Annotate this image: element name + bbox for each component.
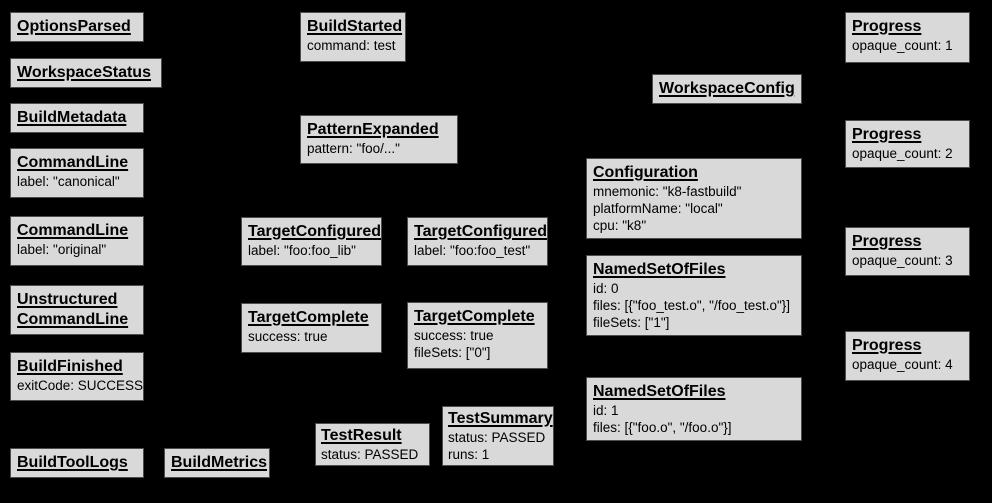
node-detail: id: 0 [593, 281, 619, 296]
node-detail: fileSets: ["0"] [414, 345, 491, 360]
node-build-started: BuildStarted command: test [300, 12, 406, 62]
node-title: TargetComplete [414, 308, 535, 325]
node-target-configured-foo-lib: TargetConfigured label: "foo:foo_lib" [241, 217, 382, 266]
node-progress-2: Progress opaque_count: 2 [845, 120, 970, 168]
node-title: BuildToolLogs [17, 454, 128, 471]
node-target-configured-foo-test: TargetConfigured label: "foo:foo_test" [407, 217, 548, 266]
node-detail: files: [{"foo.o", "/foo.o"}] [593, 420, 732, 435]
node-target-complete-foo-lib: TargetComplete success: true [241, 303, 382, 353]
node-title: TestResult [321, 427, 402, 444]
node-title: CommandLine [17, 154, 129, 171]
node-workspace-config: WorkspaceConfig [652, 74, 802, 104]
node-detail: status: PASSED [321, 447, 419, 462]
node-command-line-original: CommandLine label: "original" [10, 216, 144, 266]
node-detail: command: test [307, 38, 396, 53]
node-title: NamedSetOfFiles [593, 383, 726, 400]
node-detail: platformName: "local" [593, 201, 723, 216]
node-detail: exitCode: SUCCESS [17, 378, 144, 393]
node-options-parsed: OptionsParsed [10, 12, 144, 42]
node-detail: label: "foo:foo_test" [414, 243, 531, 258]
node-title: BuildMetrics [171, 454, 268, 471]
node-detail: status: PASSED [448, 430, 546, 445]
node-title: Progress [852, 18, 922, 35]
node-detail: files: [{"foo_test.o", "/foo_test.o"}] [593, 298, 791, 313]
node-title: NamedSetOfFiles [593, 261, 726, 278]
node-title: BuildFinished [17, 358, 123, 375]
node-title: Unstructured [17, 291, 118, 308]
node-title: Progress [852, 126, 922, 143]
node-title: TargetConfigured [248, 223, 382, 240]
node-test-summary: TestSummary status: PASSED runs: 1 [442, 406, 554, 466]
node-title: WorkspaceConfig [659, 80, 795, 97]
node-detail: label: "foo:foo_lib" [248, 243, 356, 258]
node-detail: mnemonic: "k8-fastbuild" [593, 184, 742, 199]
node-detail: opaque_count: 1 [852, 38, 953, 53]
node-detail: opaque_count: 4 [852, 357, 953, 372]
node-detail: opaque_count: 2 [852, 146, 953, 161]
node-detail: id: 1 [593, 403, 619, 418]
node-title: TargetConfigured [414, 223, 548, 240]
node-unstructured-command-line: Unstructured CommandLine [10, 285, 144, 335]
node-command-line-canonical: CommandLine label: "canonical" [10, 148, 144, 198]
node-detail: label: "original" [17, 242, 107, 257]
node-named-set-of-files-0: NamedSetOfFiles id: 0 files: [{"foo_test… [586, 255, 802, 336]
node-title: CommandLine [17, 222, 129, 239]
node-workspace-status: WorkspaceStatus [10, 58, 162, 88]
node-test-result: TestResult status: PASSED [315, 423, 430, 466]
node-title: Configuration [593, 164, 698, 181]
node-title: TargetComplete [248, 309, 369, 326]
node-detail: fileSets: ["1"] [593, 315, 670, 330]
node-title: WorkspaceStatus [17, 64, 151, 81]
node-configuration: Configuration mnemonic: "k8-fastbuild" p… [586, 158, 802, 239]
node-title: CommandLine [17, 311, 129, 328]
node-progress-3: Progress opaque_count: 3 [845, 227, 970, 276]
node-title: Progress [852, 233, 922, 250]
node-title: TestSummary [448, 410, 553, 427]
node-detail: label: "canonical" [17, 174, 120, 189]
node-target-complete-foo-test: TargetComplete success: true fileSets: [… [407, 302, 548, 369]
node-build-finished: BuildFinished exitCode: SUCCESS [10, 352, 144, 401]
node-pattern-expanded: PatternExpanded pattern: "foo/..." [300, 115, 458, 164]
node-build-tool-logs: BuildToolLogs [10, 448, 144, 478]
node-detail: pattern: "foo/..." [307, 141, 400, 156]
node-title: OptionsParsed [17, 18, 131, 35]
node-detail: cpu: "k8" [593, 218, 647, 233]
node-title: BuildMetadata [17, 109, 127, 126]
node-detail: opaque_count: 3 [852, 253, 953, 268]
node-progress-1: Progress opaque_count: 1 [845, 12, 970, 63]
node-title: PatternExpanded [307, 121, 439, 138]
node-named-set-of-files-1: NamedSetOfFiles id: 1 files: [{"foo.o", … [586, 377, 802, 441]
node-title: Progress [852, 337, 922, 354]
node-build-metadata: BuildMetadata [10, 103, 144, 133]
node-progress-4: Progress opaque_count: 4 [845, 331, 970, 381]
node-build-metrics: BuildMetrics [164, 448, 270, 478]
node-detail: success: true [414, 328, 494, 343]
node-title: BuildStarted [307, 18, 403, 35]
node-detail: runs: 1 [448, 447, 490, 462]
node-detail: success: true [248, 329, 328, 344]
